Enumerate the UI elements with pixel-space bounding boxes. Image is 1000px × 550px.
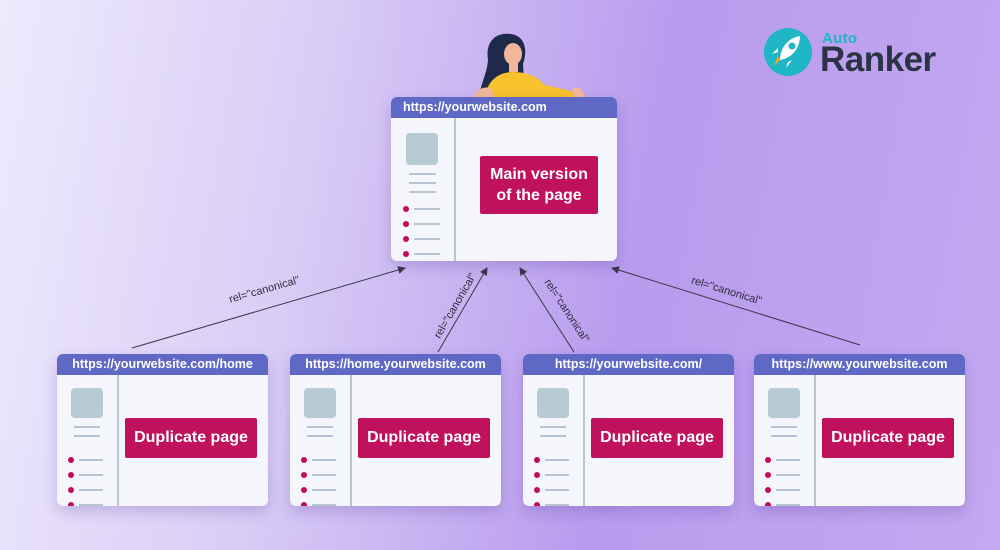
bullet [68,457,74,463]
main-page-sidebar [391,118,456,261]
main-page-label: Main version of the page [480,156,598,214]
duplicate-url-subdomain: https://home.yourwebsite.com [290,354,501,375]
duplicate-label-subdomain: Duplicate page [358,418,490,458]
duplicate-url-www: https://www.yourwebsite.com [754,354,965,375]
arrow-subdomain [437,267,488,353]
bullet [301,487,307,493]
image-placeholder [71,388,103,418]
bullet [301,502,307,506]
duplicate-url-home: https://yourwebsite.com/home [57,354,268,375]
duplicate-window-trailing-slash: https://yourwebsite.com/ Duplicate page [523,354,734,506]
autoranker-logo: Auto Ranker [762,24,962,84]
rocket-icon [764,28,812,76]
bullet [403,206,409,212]
duplicate-window-subdomain: https://home.yourwebsite.com Duplicate p… [290,354,501,506]
duplicate-window-www: https://www.yourwebsite.com Duplicate pa… [754,354,965,506]
image-placeholder [537,388,569,418]
logo-ranker-text: Ranker [820,40,936,79]
arrow-www [611,266,861,346]
bullet [68,472,74,478]
duplicate-sidebar [523,375,585,506]
duplicate-label-trailing-slash: Duplicate page [591,418,723,458]
duplicate-label-home: Duplicate page [125,418,257,458]
bullet [403,221,409,227]
bullet [534,457,540,463]
bullet [534,472,540,478]
bullet [301,472,307,478]
arrow-trailing-slash [519,267,575,353]
bullet [765,472,771,478]
duplicate-window-home: https://yourwebsite.com/home Duplicate p… [57,354,268,506]
arrow-home [131,266,406,349]
duplicate-url-trailing-slash: https://yourwebsite.com/ [523,354,734,375]
duplicate-label-www: Duplicate page [822,418,954,458]
duplicate-sidebar [290,375,352,506]
bullet [765,457,771,463]
main-page-url: https://yourwebsite.com [391,97,617,118]
bullet [403,236,409,242]
bullet [68,502,74,506]
image-placeholder [304,388,336,418]
main-page-window: https://yourwebsite.com Main version of … [391,97,617,261]
image-placeholder [768,388,800,418]
bullet [534,502,540,506]
duplicate-sidebar [57,375,119,506]
bullet [301,457,307,463]
duplicate-sidebar [754,375,816,506]
bullet [534,487,540,493]
bullet [403,251,409,257]
logo-auto-text: Auto [822,30,858,47]
woman-illustration [473,33,587,106]
bullet [765,487,771,493]
bullet [68,487,74,493]
bullet [765,502,771,506]
image-placeholder [406,133,438,165]
